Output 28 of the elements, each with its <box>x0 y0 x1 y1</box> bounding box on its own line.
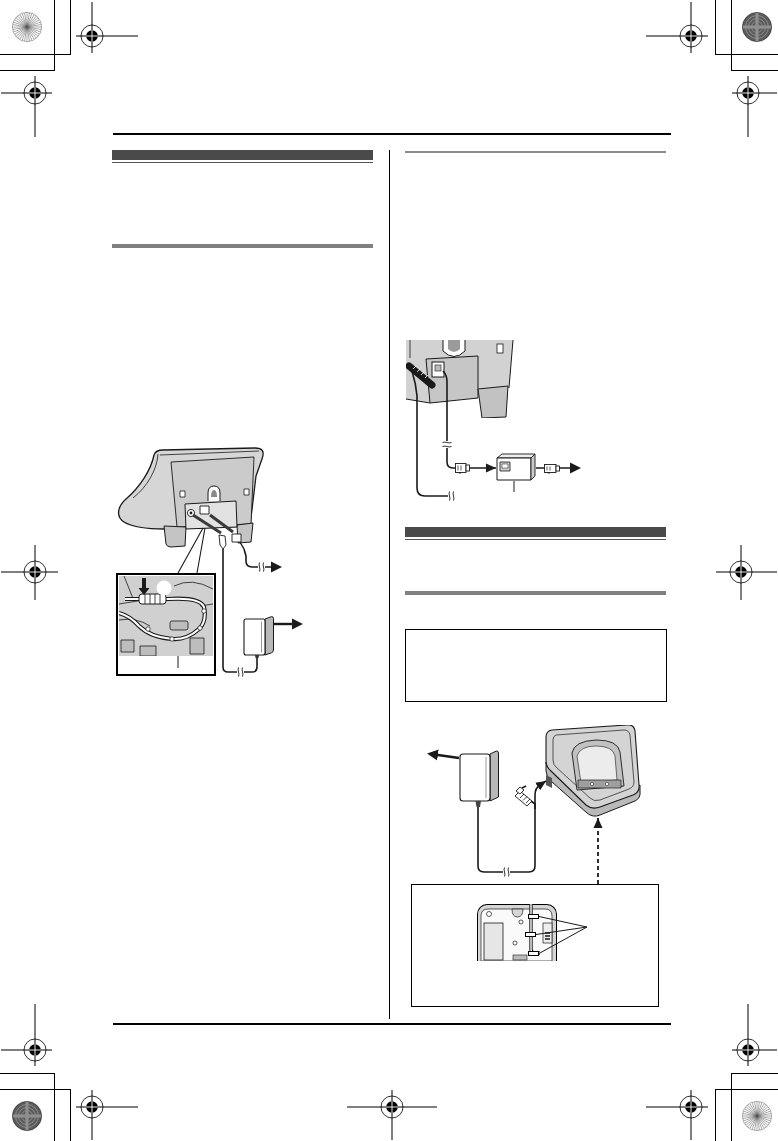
cord-hook <box>527 950 539 956</box>
power-cord <box>477 780 547 873</box>
cord-hook <box>527 913 539 919</box>
ac-adapter-drawing <box>243 616 274 658</box>
base-unit-drawing <box>117 447 265 549</box>
phone-cord <box>446 417 497 473</box>
phone-cord <box>535 462 581 474</box>
ac-adapter-drawing <box>459 750 499 807</box>
cable-routing-detail-drawing <box>119 576 213 656</box>
callout-line <box>177 527 206 574</box>
power-cord <box>222 548 258 673</box>
charger-drawing <box>544 725 642 818</box>
cord-hook <box>524 931 536 937</box>
dashed-arrow <box>593 817 603 885</box>
leader-line <box>535 926 588 935</box>
note-box <box>405 629 667 702</box>
arrow <box>274 618 303 630</box>
arrow <box>427 749 460 761</box>
power-cord <box>416 417 450 497</box>
inset-frame <box>116 573 216 676</box>
leader-line <box>538 916 588 928</box>
line-filter-drawing <box>496 453 536 481</box>
inset-frame <box>411 884 659 1007</box>
base-unit-rear-drawing <box>406 340 514 418</box>
phone-cord <box>243 548 282 573</box>
leader-line <box>177 655 179 669</box>
leader-line <box>538 926 588 954</box>
leader-line <box>513 480 515 493</box>
